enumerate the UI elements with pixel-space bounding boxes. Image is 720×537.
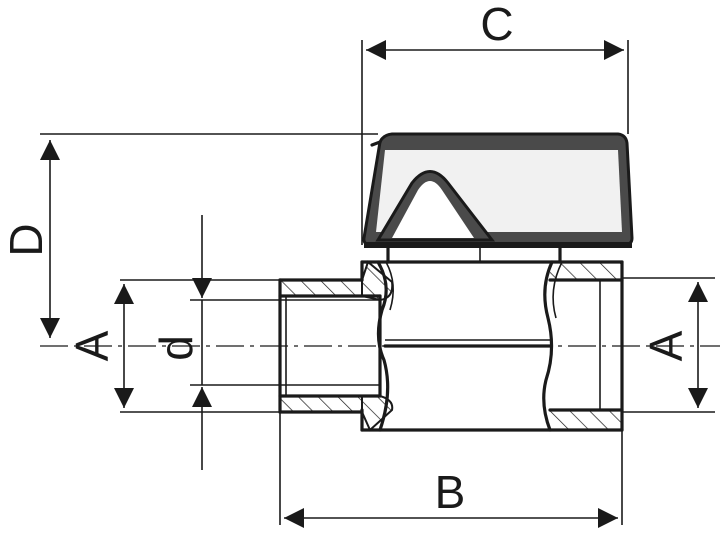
valve-stem	[386, 246, 624, 264]
valve-handle	[362, 132, 634, 248]
right-thread-end	[548, 262, 624, 430]
dimension-b-label: B	[435, 466, 466, 518]
dimension-b: B	[284, 466, 618, 528]
dimension-a-left: A	[66, 284, 134, 408]
dimension-a-right: A	[640, 282, 708, 408]
dimension-d-bore-label: d	[150, 335, 202, 361]
dimension-a-right-label: A	[640, 330, 692, 361]
dimension-c: C	[366, 0, 624, 60]
dimension-d-bore: d	[150, 215, 212, 470]
extension-lines	[40, 40, 715, 525]
dimension-d-height-label: D	[0, 223, 52, 256]
dimension-d-height: D	[0, 140, 61, 338]
dimension-c-label: C	[480, 0, 513, 50]
left-thread-end	[278, 260, 394, 432]
dimension-a-left-label: A	[66, 330, 118, 361]
